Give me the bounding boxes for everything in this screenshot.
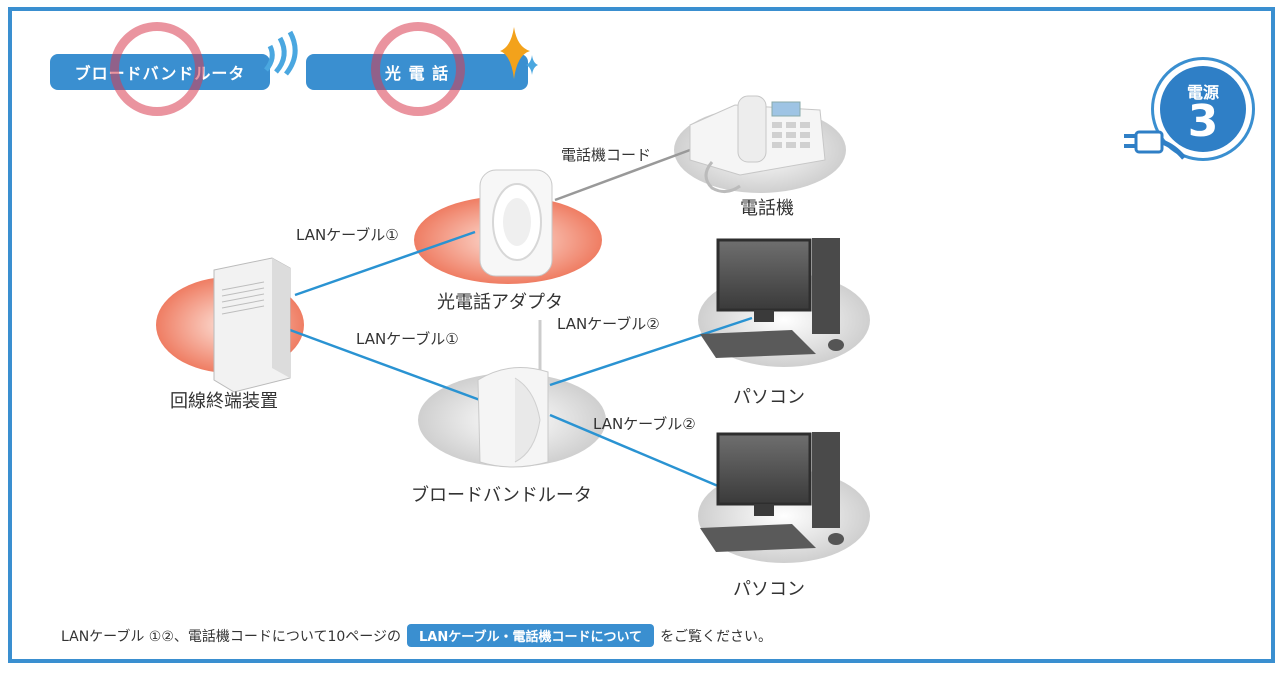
tab-hikari-denwa-label: 光 電 話 <box>384 64 450 83</box>
power-plug-icon <box>1124 130 1186 160</box>
adapter-device <box>479 169 553 277</box>
phone-cord-label: 電話機コード <box>561 146 652 164</box>
lan-cable-reference-link[interactable]: LANケーブル・電話機コードについて <box>407 624 655 647</box>
pc1-device <box>700 238 844 358</box>
lan-cable-router-pc2 <box>549 413 719 488</box>
phone-cord <box>554 148 691 202</box>
sparkle-icon <box>500 27 538 79</box>
lan-cable-router-pc1 <box>549 316 753 387</box>
router-device <box>477 320 549 468</box>
pc1-label: パソコン <box>733 387 805 408</box>
power-step-badge: 電源 3 <box>1151 57 1255 161</box>
phone-label: 電話機 <box>740 198 794 219</box>
pc2-label: パソコン <box>733 579 805 600</box>
lan-cable-onu-adapter <box>294 230 476 297</box>
onu-label: 回線終端装置 <box>170 391 278 412</box>
lan-cable-1-label: LANケーブル① <box>296 226 399 244</box>
lan-cable-2-label: LANケーブル② <box>557 315 660 333</box>
note-prefix: LANケーブル ①②、電話機コードについて10ページの <box>61 628 401 645</box>
lan-cable-onu-router <box>289 328 481 402</box>
tab-broadband-router-label: ブロードバンドルータ <box>74 64 246 83</box>
badge-title: 電源 <box>1186 83 1219 102</box>
adapter-label: 光電話アダプタ <box>437 292 563 313</box>
router-label: ブロードバンドルータ <box>411 485 592 506</box>
pc2-device <box>700 432 844 552</box>
tab-hikari-denwa[interactable]: 光 電 話 <box>306 54 528 90</box>
note-suffix: をご覧ください。 <box>660 628 773 645</box>
lan-cable-1-label: LANケーブル① <box>356 330 459 348</box>
content-frame <box>8 7 1275 663</box>
onu-device <box>213 257 291 393</box>
wifi-icon <box>264 30 298 76</box>
telephone-device <box>689 95 826 193</box>
badge-number: 3 <box>1187 96 1219 147</box>
lan-cable-2-label: LANケーブル② <box>593 415 696 433</box>
footer-note: LANケーブル ①②、電話機コードについて10ページの LANケーブル・電話機コ… <box>61 624 772 647</box>
